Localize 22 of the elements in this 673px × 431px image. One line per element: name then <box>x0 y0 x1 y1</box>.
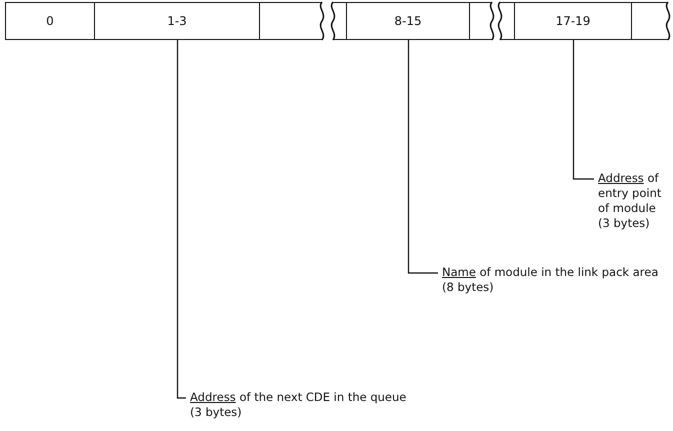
leader-line <box>176 40 186 399</box>
field-length: (8 bytes) <box>442 280 495 295</box>
field-cell <box>333 2 347 40</box>
field-cell <box>95 2 260 40</box>
leader-line <box>408 40 438 274</box>
field-cell <box>500 2 515 40</box>
byte-offset: 17-19 <box>556 14 590 28</box>
byte-offset: 8-15 <box>394 14 422 28</box>
field-cell <box>515 2 632 40</box>
field-description: Address of entry point of module <box>598 171 662 216</box>
field-cell <box>347 2 470 40</box>
byte-offset: 1-3 <box>167 14 187 28</box>
field-cell <box>470 2 492 40</box>
field-description: Name of module in the link pack area <box>442 265 660 280</box>
field-length: (3 bytes) <box>598 216 651 231</box>
leader-line <box>572 40 594 180</box>
field-cell <box>632 2 668 40</box>
byte-offset: 0 <box>46 14 54 28</box>
field-description: Address of the next CDE in the queue <box>190 390 408 405</box>
field-length: (3 bytes) <box>190 405 243 420</box>
field-cell <box>260 2 322 40</box>
field-cell <box>5 2 95 40</box>
